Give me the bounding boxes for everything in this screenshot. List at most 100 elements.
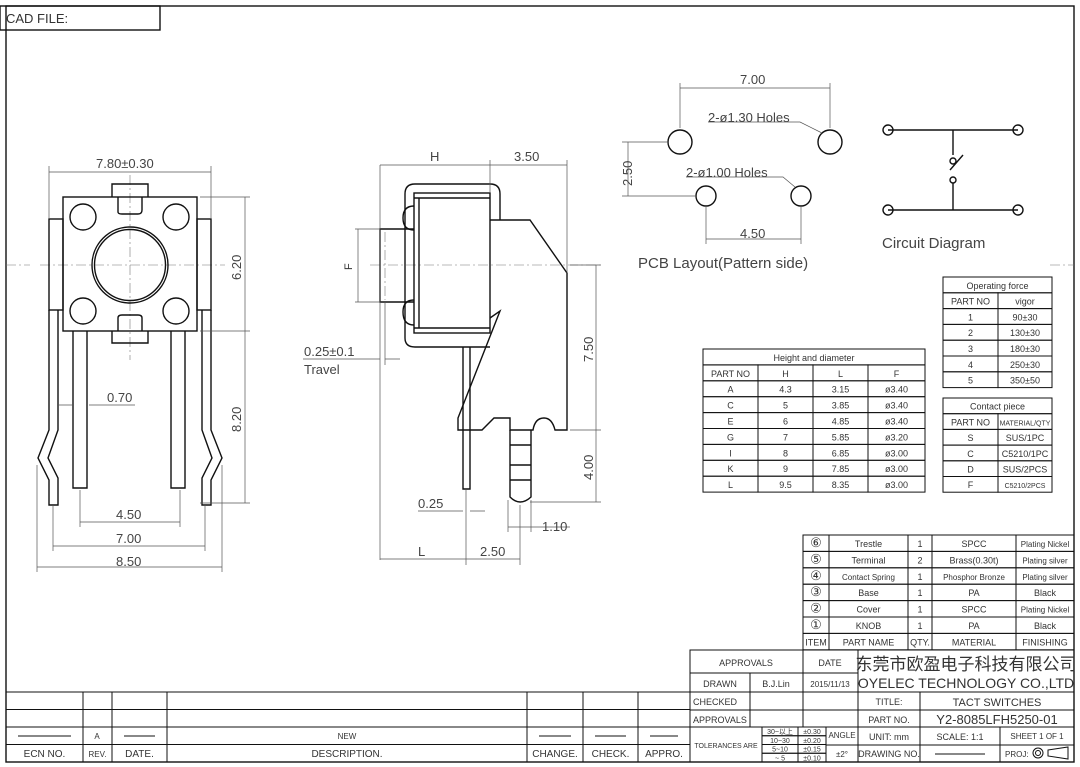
parts-list-cell: KNOB — [856, 621, 882, 631]
parts-list-cell: Plating silver — [1022, 573, 1068, 582]
dim-outer-pitch: 7.00 — [116, 531, 141, 546]
parts-list-cell: ⑥ — [810, 535, 822, 550]
parts-list-cell: 1 — [917, 621, 922, 631]
projection-label: PROJ: — [1005, 750, 1029, 759]
parts-list-cell: Terminal — [851, 555, 885, 565]
travel-label: Travel — [304, 362, 340, 377]
table-cell — [82, 691, 113, 710]
table-cell-text: 90±30 — [1013, 312, 1038, 322]
table-cell-text: 7.85 — [832, 464, 850, 474]
parts-list-cell: 1 — [917, 605, 922, 615]
table-cell-text: L — [728, 480, 733, 490]
table-cell — [526, 691, 584, 710]
revision-header: CHANGE. — [532, 749, 578, 760]
dim-pcb-width: 7.00 — [740, 72, 765, 87]
dim-pin-thickness: 0.25 — [418, 496, 443, 511]
dim-pitch: 2.50 — [480, 544, 505, 559]
table-cell-text: F — [968, 480, 974, 490]
circuit-diagram: Circuit Diagram — [882, 124, 1024, 252]
drawn-label: DRAWN — [703, 679, 737, 689]
drawn-by: B.J.Lin — [762, 679, 790, 689]
table-cell-text: 6 — [783, 417, 788, 427]
table-cell-text: 9 — [783, 464, 788, 474]
revision-description: NEW — [338, 732, 357, 741]
table-cell-text: SUS/1PC — [1006, 433, 1045, 443]
parts-list-cell: Trestle — [855, 539, 882, 549]
big-holes-label: 2-ø1.30 Holes — [708, 110, 790, 125]
table-header: PART NO — [951, 297, 990, 307]
tolerance-range: 5~10 — [772, 747, 788, 754]
tolerances-label: TOLERANCES ARE — [694, 743, 758, 750]
table-cell-text: 5 — [968, 376, 973, 386]
cad-file-label: CAD FILE: — [6, 11, 68, 26]
drawing-frame — [5, 5, 1075, 763]
pcb-layout: 7.00 2-ø1.30 Holes 2-ø1.00 Holes 2.50 4.… — [620, 72, 843, 272]
table-cell — [637, 691, 691, 710]
drawing-no-label: DRAWING NO. — [858, 749, 920, 759]
table-cell — [749, 709, 804, 728]
table-cell-text: C — [727, 401, 734, 411]
parts-list-cell: SPCC — [961, 605, 987, 615]
sheet-label: SHEET 1 OF 1 — [1010, 732, 1064, 741]
table-cell — [582, 709, 639, 728]
table-cell-text: 8 — [783, 448, 788, 458]
circuit-caption: Circuit Diagram — [882, 235, 985, 252]
table-cell — [5, 709, 84, 728]
revision-header: DATE. — [125, 749, 154, 760]
table-cell — [582, 691, 639, 710]
angle-label: ANGLE — [828, 731, 855, 740]
table-cell-text: 180±30 — [1010, 344, 1040, 354]
table-cell-text: SUS/2PCS — [1003, 465, 1048, 475]
table-cell — [5, 691, 84, 710]
parts-list-cell: 1 — [917, 588, 922, 598]
table-cell — [166, 709, 528, 728]
approvals-header: APPROVALS — [719, 658, 773, 668]
table-cell — [5, 691, 691, 763]
projection-symbol-icon — [1032, 747, 1044, 759]
table-cell-text: A — [727, 385, 733, 395]
contact-table-title: Contact piece — [970, 402, 1025, 412]
table-cell-text: 250±30 — [1010, 360, 1040, 370]
table-cell-text: C5210/2PCS — [1005, 483, 1046, 490]
parts-list-cell: Contact Spring — [842, 573, 895, 582]
table-cell — [999, 744, 1075, 763]
revision-header: ECN NO. — [24, 749, 66, 760]
force-table-title: Operating force — [966, 281, 1028, 291]
table-cell-text: ø3.20 — [885, 432, 908, 442]
table-cell-text: 4.3 — [779, 385, 792, 395]
table-cell-text: K — [727, 464, 733, 474]
table-cell — [802, 691, 859, 711]
table-cell-text: ø3.00 — [885, 448, 908, 458]
table-header: vigor — [1015, 297, 1035, 307]
parts-list-cell: PA — [968, 621, 979, 631]
dim-width: 7.80±0.30 — [96, 156, 154, 171]
table-cell — [166, 691, 528, 710]
dim-height: 7.50 — [581, 337, 596, 362]
table-cell-text: 4.85 — [832, 417, 850, 427]
pcb-layout-caption: PCB Layout(Pattern side) — [638, 255, 808, 272]
table-header: H — [782, 369, 789, 379]
table-cell-text: G — [727, 432, 734, 442]
tolerance-value: ±0.15 — [803, 747, 821, 754]
dim-pcb-vertical: 2.50 — [620, 161, 635, 186]
revision-header: APPRO. — [645, 749, 683, 760]
table-cell-text: I — [729, 448, 732, 458]
projection-symbol-icon — [1035, 750, 1041, 756]
parts-list-cell: Base — [858, 588, 879, 598]
table-header: MATERIAL/QTY — [1000, 420, 1051, 427]
front-view: 7.80±0.30 6.20 8.20 0.70 4.50 7.00 8.50 — [36, 156, 250, 572]
table-cell-text: C5210/1PC — [1002, 449, 1049, 459]
parts-list-cell: Cover — [856, 605, 880, 615]
table-header: F — [894, 369, 900, 379]
table-cell-text: 3 — [968, 344, 973, 354]
parts-list-cell: Plating silver — [1022, 556, 1068, 565]
projection-cone-icon — [1047, 746, 1069, 760]
table-cell-text: ø3.40 — [885, 417, 908, 427]
parts-list-cell: Brass(0.30t) — [949, 555, 998, 565]
table-cell — [997, 371, 1053, 389]
title-label: TITLE: — [875, 697, 902, 707]
table-cell — [111, 691, 168, 710]
dim-terminal-width: 1.10 — [542, 519, 567, 534]
parts-list-cell: Phosphor Bronze — [943, 573, 1005, 582]
